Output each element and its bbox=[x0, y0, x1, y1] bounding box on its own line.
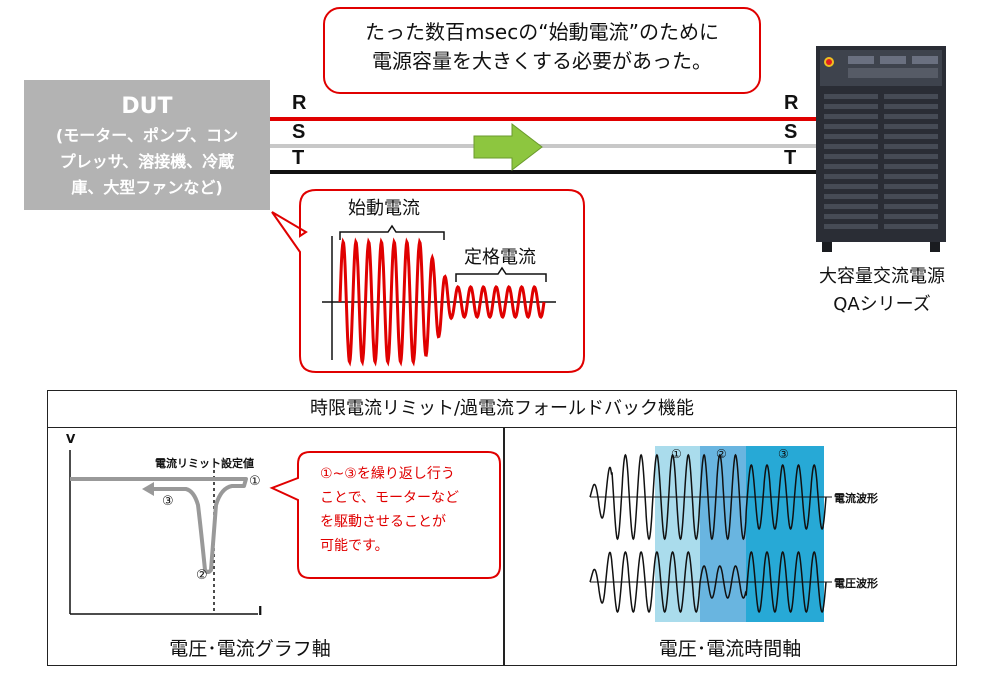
bottom-panel-header: 時限電流リミット/過電流フォールドバック機能 bbox=[47, 390, 957, 428]
red-callout-text: ①~③を繰り返し行う ことで、モーターなど を駆動させることが 可能です。 bbox=[320, 466, 460, 554]
power-supply-unit-image bbox=[816, 46, 946, 252]
inrush-current-waveform bbox=[338, 237, 546, 367]
current-waveform-label: 電流波形 bbox=[834, 492, 878, 505]
phase-label-right-s: S bbox=[784, 121, 798, 143]
bottom-panel bbox=[47, 390, 957, 666]
vi-graph-caption: 電圧･電流グラフ軸 bbox=[169, 638, 331, 660]
inrush-current-label: 始動電流 bbox=[348, 198, 420, 219]
vi-x-axis-label: I bbox=[258, 604, 263, 618]
rated-current-label: 定格電流 bbox=[464, 247, 536, 268]
dut-title: DUT bbox=[121, 94, 173, 119]
top-callout-text: たった数百msecの“始動電流”のために 電源容量を大きくする必要があった。 bbox=[365, 20, 719, 73]
phase-label-right-r: R bbox=[784, 92, 799, 114]
time-step-2-marker: ② bbox=[716, 447, 727, 461]
vi-y-axis-label: V bbox=[66, 432, 76, 446]
red-callout-bubble bbox=[269, 451, 501, 579]
power-supply-series: QAシリーズ bbox=[833, 294, 931, 315]
phase-label-left-t: T bbox=[292, 147, 305, 169]
phase-label-right-t: T bbox=[784, 147, 797, 169]
time-graph-caption: 電圧･電流時間軸 bbox=[658, 638, 802, 660]
current-limit-setting-label: 電流リミット設定値 bbox=[155, 457, 254, 470]
vi-return-arrowhead bbox=[142, 482, 154, 496]
phase-label-left-s: S bbox=[292, 121, 306, 143]
vi-step-1-marker: ① bbox=[249, 474, 261, 489]
bottom-diagram-svg bbox=[69, 446, 832, 622]
power-flow-arrow bbox=[473, 122, 543, 172]
phase-label-left-r: R bbox=[292, 92, 307, 114]
top-callout-bubble bbox=[323, 7, 761, 94]
current-waveform bbox=[589, 453, 827, 541]
rated-bracket bbox=[455, 266, 547, 282]
dut-description: (モーター、ポンプ、コン プレッサ、溶接機、冷蔵 庫、大型ファンなど) bbox=[55, 126, 239, 197]
vi-step-3-marker: ③ bbox=[162, 494, 174, 509]
inrush-bracket bbox=[339, 224, 445, 240]
power-supply-name: 大容量交流電源 bbox=[819, 266, 945, 287]
voltage-waveform-label: 電圧波形 bbox=[834, 577, 878, 590]
vi-operating-curve bbox=[70, 477, 248, 574]
time-step-1-marker: ① bbox=[671, 447, 682, 461]
voltage-waveform bbox=[589, 550, 827, 614]
dut-box: DUT (モーター、ポンプ、コン プレッサ、溶接機、冷蔵 庫、大型ファンなど) bbox=[24, 80, 270, 210]
bottom-panel-divider bbox=[503, 428, 505, 666]
waveform-callout-bubble bbox=[271, 189, 585, 373]
time-step-3-marker: ③ bbox=[778, 447, 789, 461]
top-diagram-svg bbox=[270, 7, 946, 373]
vi-step-2-marker: ② bbox=[196, 568, 208, 583]
